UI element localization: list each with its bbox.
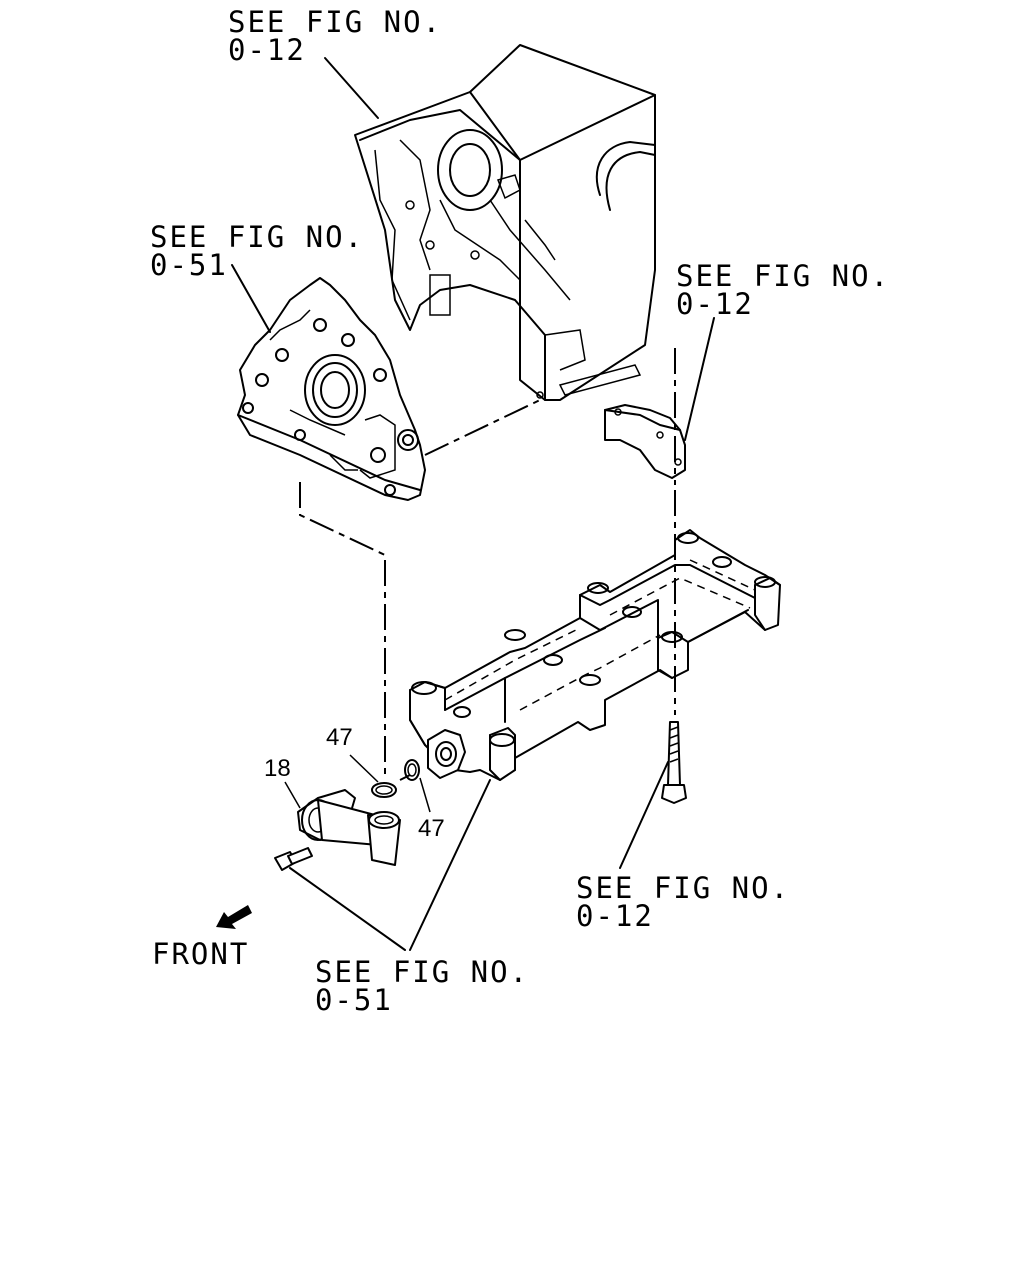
ladder-frame <box>409 529 781 781</box>
oil-pipe <box>297 789 401 866</box>
ref-left-line2: 0-51 <box>150 248 228 282</box>
long-bolt <box>661 721 687 804</box>
alignment-lines <box>299 348 676 781</box>
ref-bottom-line1: SEE FIG NO. <box>315 955 529 989</box>
engine-block <box>354 44 656 401</box>
ref-label-bolt: SEE FIG NO. 0-12 <box>576 871 790 933</box>
ref-right-line2: 0-12 <box>676 287 754 321</box>
bearing-cap <box>604 404 686 479</box>
front-label: FRONT <box>152 937 249 971</box>
o-ring-upper <box>371 782 397 798</box>
ref-label-left: SEE FIG NO. 0-51 <box>150 220 364 282</box>
ref-bottom-line2: 0-51 <box>315 983 393 1017</box>
ref-bolt-line1: SEE FIG NO. <box>576 871 790 905</box>
ref-label-bottom: SEE FIG NO. 0-51 <box>315 955 529 1017</box>
ref-top-line2: 0-12 <box>228 33 306 67</box>
front-arrow-icon <box>216 905 252 929</box>
ref-top-line1: SEE FIG NO. <box>228 5 442 39</box>
o-ring-lower <box>404 759 420 781</box>
ref-label-top: SEE FIG NO. 0-12 <box>228 5 442 67</box>
front-cover <box>237 277 426 501</box>
leader-lines <box>231 57 715 951</box>
part-number-pipe: 18 <box>264 755 291 782</box>
part-number-oring-upper: 47 <box>326 724 353 751</box>
small-bolt <box>274 847 313 871</box>
part-number-oring-lower: 47 <box>418 815 445 842</box>
ref-left-line1: SEE FIG NO. <box>150 220 364 254</box>
ref-right-line1: SEE FIG NO. <box>676 259 890 293</box>
ref-bolt-line2: 0-12 <box>576 899 654 933</box>
ref-label-right: SEE FIG NO. 0-12 <box>676 259 890 321</box>
